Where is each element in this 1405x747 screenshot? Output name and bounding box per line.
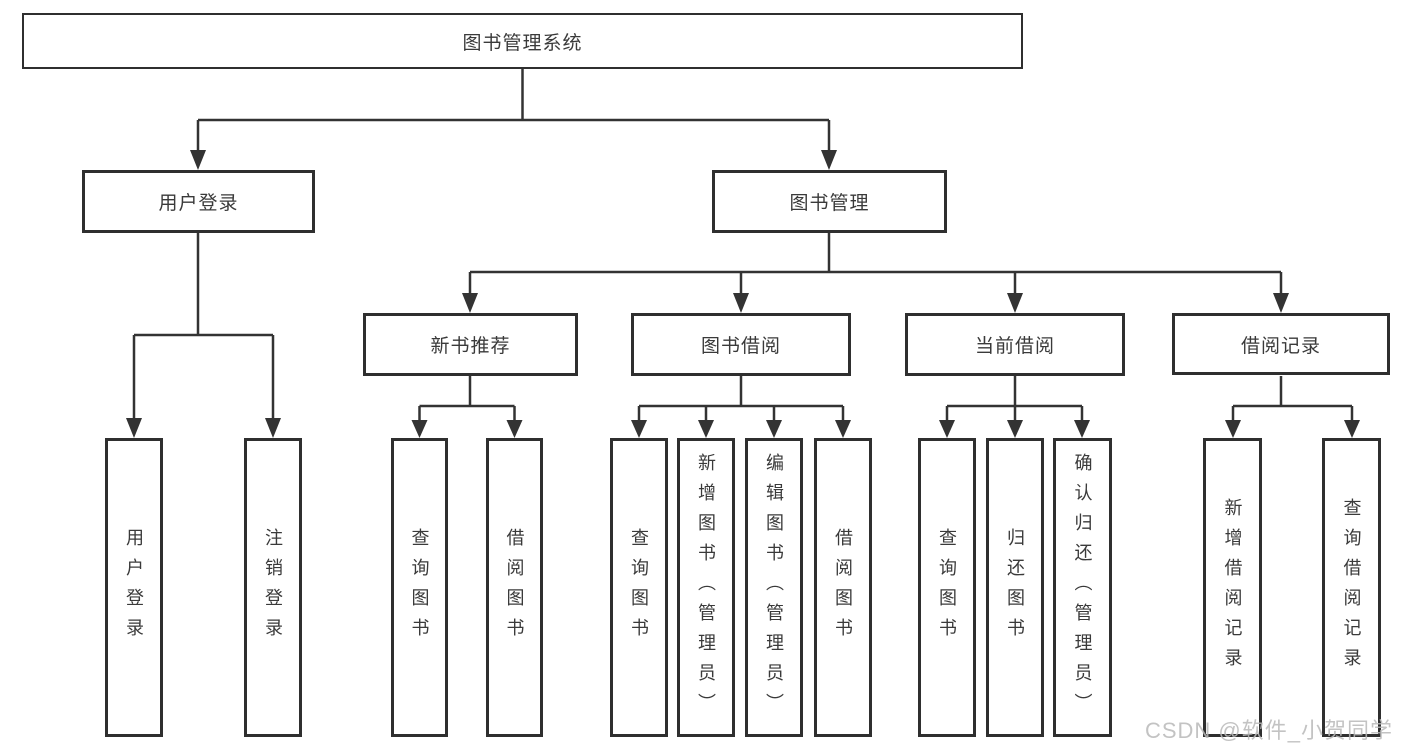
leaf-add-books-admin: 新增图书（管理员） (677, 438, 735, 737)
leaf-add-borrowing-record: 新增借阅记录 (1203, 438, 1262, 737)
leaf-query-books: 查询图书 (918, 438, 976, 737)
leaf-label: 用户登录 (124, 527, 144, 648)
node-current-borrowing: 当前借阅 (905, 313, 1125, 376)
node-label: 图书借阅 (700, 336, 781, 357)
leaf-label: 新增借阅记录 (1222, 497, 1243, 678)
csdn-watermark: CSDN @软件_小贺同学 (1144, 718, 1393, 743)
node-user-login: 用户登录 (82, 170, 315, 233)
node-new-book-recommendation: 新书推荐 (363, 313, 578, 376)
leaf-borrow-books: 借阅图书 (486, 438, 543, 737)
leaf-label: 借阅图书 (833, 527, 853, 648)
leaf-edit-books-admin: 编辑图书（管理员） (745, 438, 803, 737)
leaf-query-books: 查询图书 (391, 438, 448, 737)
node-label: 新书推荐 (430, 336, 511, 357)
leaf-label: 注销登录 (263, 527, 283, 648)
leaf-label: 归还图书 (1005, 527, 1025, 648)
node-book-management: 图书管理 (712, 170, 947, 233)
leaf-label: 查询图书 (629, 527, 649, 648)
leaf-label: 新增图书（管理员） (696, 452, 716, 723)
leaf-query-borrowing-record: 查询借阅记录 (1322, 438, 1381, 737)
leaf-label: 查询图书 (937, 527, 957, 648)
node-label: 图书管理 (789, 193, 870, 214)
leaf-label: 编辑图书（管理员） (764, 452, 784, 723)
node-book-borrowing: 图书借阅 (631, 313, 851, 376)
leaf-label: 借阅图书 (504, 527, 525, 648)
arrowheads (126, 150, 1360, 438)
leaf-label: 确认归还（管理员） (1072, 452, 1093, 723)
node-label: 借阅记录 (1240, 335, 1321, 357)
leaf-confirm-return-admin: 确认归还（管理员） (1053, 438, 1112, 737)
leaf-label: 查询图书 (409, 527, 430, 648)
leaf-query-books: 查询图书 (610, 438, 668, 737)
node-borrowing-records: 借阅记录 (1172, 313, 1390, 375)
leaf-label: 查询借阅记录 (1341, 497, 1362, 678)
leaf-logout: 注销登录 (244, 438, 302, 737)
node-label: 图书管理系统 (462, 32, 583, 54)
leaf-user-login: 用户登录 (105, 438, 163, 737)
node-label: 用户登录 (158, 193, 239, 214)
node-library-management-system: 图书管理系统 (22, 13, 1023, 69)
node-label: 当前借阅 (974, 336, 1055, 357)
leaf-borrow-books: 借阅图书 (814, 438, 872, 737)
leaf-return-books: 归还图书 (986, 438, 1044, 737)
